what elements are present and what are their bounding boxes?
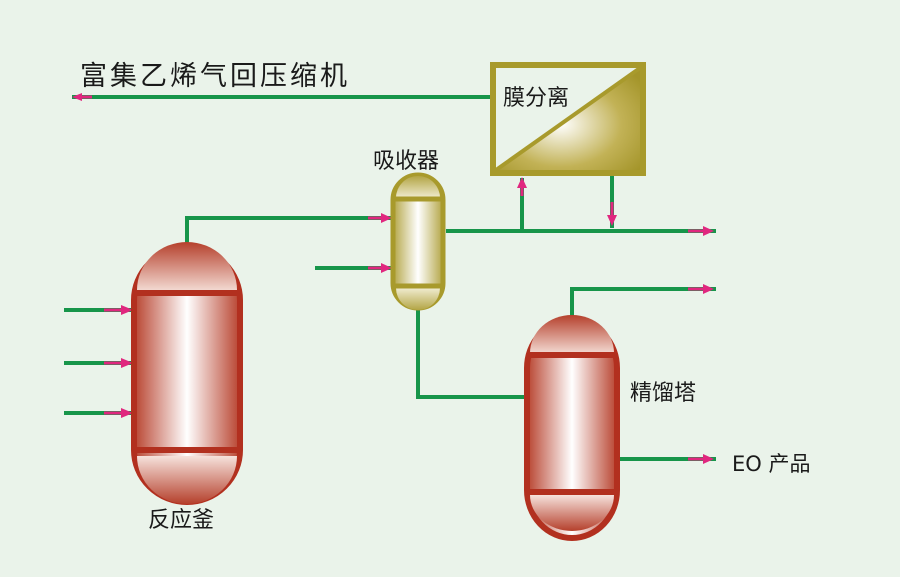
arrow-right-icon	[368, 263, 392, 273]
label-recycle-compressor: 富集乙烯气回压缩机	[80, 61, 350, 92]
pipe-reactor-to-absorber	[185, 216, 392, 250]
arrow-left-icon	[72, 93, 92, 101]
arrow-right-icon	[104, 305, 133, 315]
arrow-right-icon	[688, 284, 714, 294]
arrow-right-icon	[368, 213, 392, 223]
arrow-up-icon	[517, 177, 527, 196]
absorber-vessel[interactable]	[390, 172, 446, 311]
flow-arrows	[72, 93, 714, 464]
arrow-right-icon	[104, 408, 133, 418]
label-distillation: 精馏塔	[630, 381, 696, 406]
arrow-right-icon	[688, 226, 714, 236]
label-eo-product: EO 产品	[732, 452, 810, 476]
pipe-absorber-to-distillation	[416, 308, 527, 399]
pipe-distillation-overhead	[570, 287, 716, 318]
label-absorber: 吸收器	[373, 149, 439, 174]
arrow-right-icon	[104, 358, 133, 368]
distillation-column[interactable]	[524, 315, 620, 541]
label-reactor: 反应釜	[148, 508, 214, 533]
membrane-separator[interactable]	[490, 62, 646, 176]
reactor-vessel[interactable]	[131, 242, 243, 505]
arrow-down-icon	[607, 202, 617, 226]
label-membrane: 膜分离	[503, 86, 569, 111]
arrow-right-icon	[688, 454, 714, 464]
pipes	[64, 95, 716, 461]
